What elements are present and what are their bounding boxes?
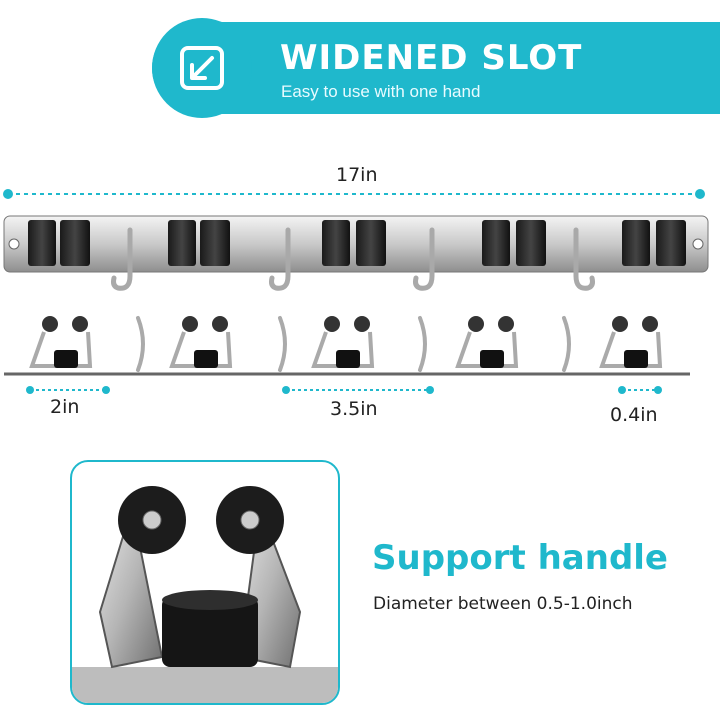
hook-spacing-label: 3.5in (330, 398, 378, 420)
banner-title: WIDENED SLOT (280, 38, 583, 78)
length-dimension-line (3, 189, 705, 199)
closeup-frame (70, 460, 340, 705)
spacing-dimension-lines (26, 386, 662, 394)
total-length-label: 17in (336, 164, 378, 186)
resize-arrow-icon (180, 46, 224, 90)
rack-side-view (4, 316, 690, 376)
banner-subtitle: Easy to use with one hand (281, 82, 481, 101)
clamp-closeup-image (72, 486, 338, 703)
feature-title: Support handle (372, 538, 668, 578)
thickness-label: 0.4in (610, 404, 658, 426)
feature-description: Diameter between 0.5-1.0inch (373, 594, 633, 614)
rack-front-view (3, 215, 709, 291)
end-spacing-label: 2in (50, 396, 80, 418)
